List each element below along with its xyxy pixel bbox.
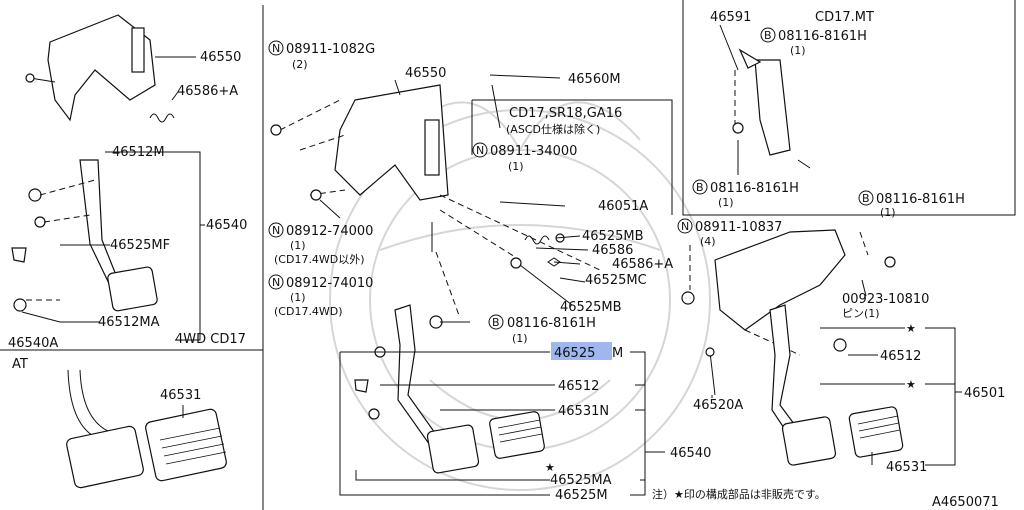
switch-46591 — [719, 24, 811, 175]
qty-08911-10837: (4) — [700, 235, 716, 248]
callout-46550-center: 46550 — [405, 66, 446, 81]
qty-08912-74000: (1) — [290, 239, 306, 252]
callout-08911-1082g: 08911-1082G — [286, 42, 375, 57]
nut-marker: N — [272, 42, 280, 55]
callout-46525ma: 46525MA — [550, 473, 612, 488]
callout-08912-74000: 08912-74000 — [286, 224, 373, 239]
section-label-mt: CD17.MT — [815, 10, 874, 25]
callout-46525m-bottom: 46525M — [555, 488, 608, 503]
callout-46512m: 46512M — [112, 145, 165, 160]
note-08912-74010: (CD17.4WD) — [274, 305, 343, 318]
qty-08912-74010: (1) — [290, 291, 306, 304]
qty-08911-34000: (1) — [508, 160, 524, 173]
callout-46586: 46586 — [592, 243, 633, 258]
diagram-id: A4650071 — [932, 495, 999, 510]
callout-08911-10837: 08911-10837 — [695, 220, 782, 235]
spring-46586a-left — [149, 91, 179, 123]
selected-part-highlight — [551, 342, 612, 360]
callout-46560m: 46560M — [568, 72, 621, 87]
qty-08116-8161h-d: (1) — [880, 206, 896, 219]
nut-marker: N — [681, 220, 689, 233]
callout-46520a: 46520A — [693, 398, 743, 413]
callout-08911-34000: 08911-34000 — [490, 144, 577, 159]
callout-46540-left: 46540 — [206, 218, 247, 233]
callout-46586a-left: 46586+A — [177, 84, 238, 99]
qty-08116-8161h-a: (1) — [790, 44, 806, 57]
pedal-at — [66, 369, 227, 489]
bracket-46550-left — [25, 14, 196, 122]
callout-46525mb-a: 46525MB — [582, 229, 644, 244]
nut-marker: N — [476, 144, 484, 157]
nut-marker: N — [272, 276, 280, 289]
callout-46586a-center: 46586+A — [612, 257, 673, 272]
star-marker: ★ — [906, 322, 916, 335]
qty-08116-8161h-c: (1) — [512, 332, 528, 345]
callout-00923-10810: 00923-10810 — [842, 292, 929, 307]
nut-marker: N — [272, 224, 280, 237]
qty-08116-8161h-b: (1) — [718, 196, 734, 209]
callout-08116-8161h-d: 08116-8161H — [876, 192, 965, 207]
callout-08116-8161h-c: 08116-8161H — [507, 316, 596, 331]
asc-group-title: CD17,SR18,GA16 — [509, 106, 622, 121]
callout-46591: 46591 — [710, 10, 751, 25]
callout-08116-8161h-b: 08116-8161H — [710, 181, 799, 196]
callout-lines-center — [319, 79, 665, 496]
pedal-assembly-right — [705, 304, 904, 466]
qty-00923-10810: ピン(1) — [842, 307, 880, 320]
asc-group-note: (ASCD仕様は除く) — [506, 122, 600, 136]
callout-46525m-suffix: M — [612, 346, 623, 361]
callout-46525mc: 46525MC — [585, 273, 647, 288]
callout-46512-center: 46512 — [558, 379, 599, 394]
callout-08116-8161h-a: 08116-8161H — [778, 29, 867, 44]
star-marker: ★ — [545, 461, 555, 474]
callout-46525mb-b: 46525MB — [560, 300, 622, 315]
callout-46525mf: 46525MF — [110, 238, 170, 253]
bolt-marker: B — [764, 29, 772, 42]
callout-46512ma: 46512MA — [98, 315, 160, 330]
section-label-at: AT — [12, 357, 28, 372]
callout-46531n: 46531N — [558, 404, 609, 419]
bolt-marker: B — [862, 192, 870, 205]
callout-08912-74010: 08912-74010 — [286, 276, 373, 291]
bracket-46501 — [681, 229, 896, 356]
callout-46540-center: 46540 — [670, 446, 711, 461]
callout-46531-right: 46531 — [886, 460, 927, 475]
callout-lines-right — [711, 327, 962, 466]
section-label-4wd: 4WD CD17 — [175, 332, 246, 347]
bracket-46550-center — [270, 74, 601, 271]
callout-46501: 46501 — [964, 386, 1005, 401]
pedal-assembly-center — [354, 222, 565, 474]
pedal-assembly-left — [11, 151, 205, 341]
callout-46051a: 46051A — [598, 199, 648, 214]
callout-46512-right: 46512 — [880, 349, 921, 364]
note-08912-74000: (CD17.4WD以外) — [274, 253, 365, 266]
bolt-marker: B — [696, 181, 704, 194]
callout-46540a: 46540A — [8, 336, 58, 351]
callout-46550-left: 46550 — [200, 50, 241, 65]
callout-46525m-selected[interactable]: 46525 — [554, 346, 595, 361]
footnote: 注）★印の構成部品は非販売です。 — [652, 487, 826, 501]
bolt-marker: B — [492, 316, 500, 329]
star-marker: ★ — [906, 378, 916, 391]
callout-46531-at: 46531 — [160, 388, 201, 403]
qty-08911-1082g: (2) — [292, 58, 308, 71]
